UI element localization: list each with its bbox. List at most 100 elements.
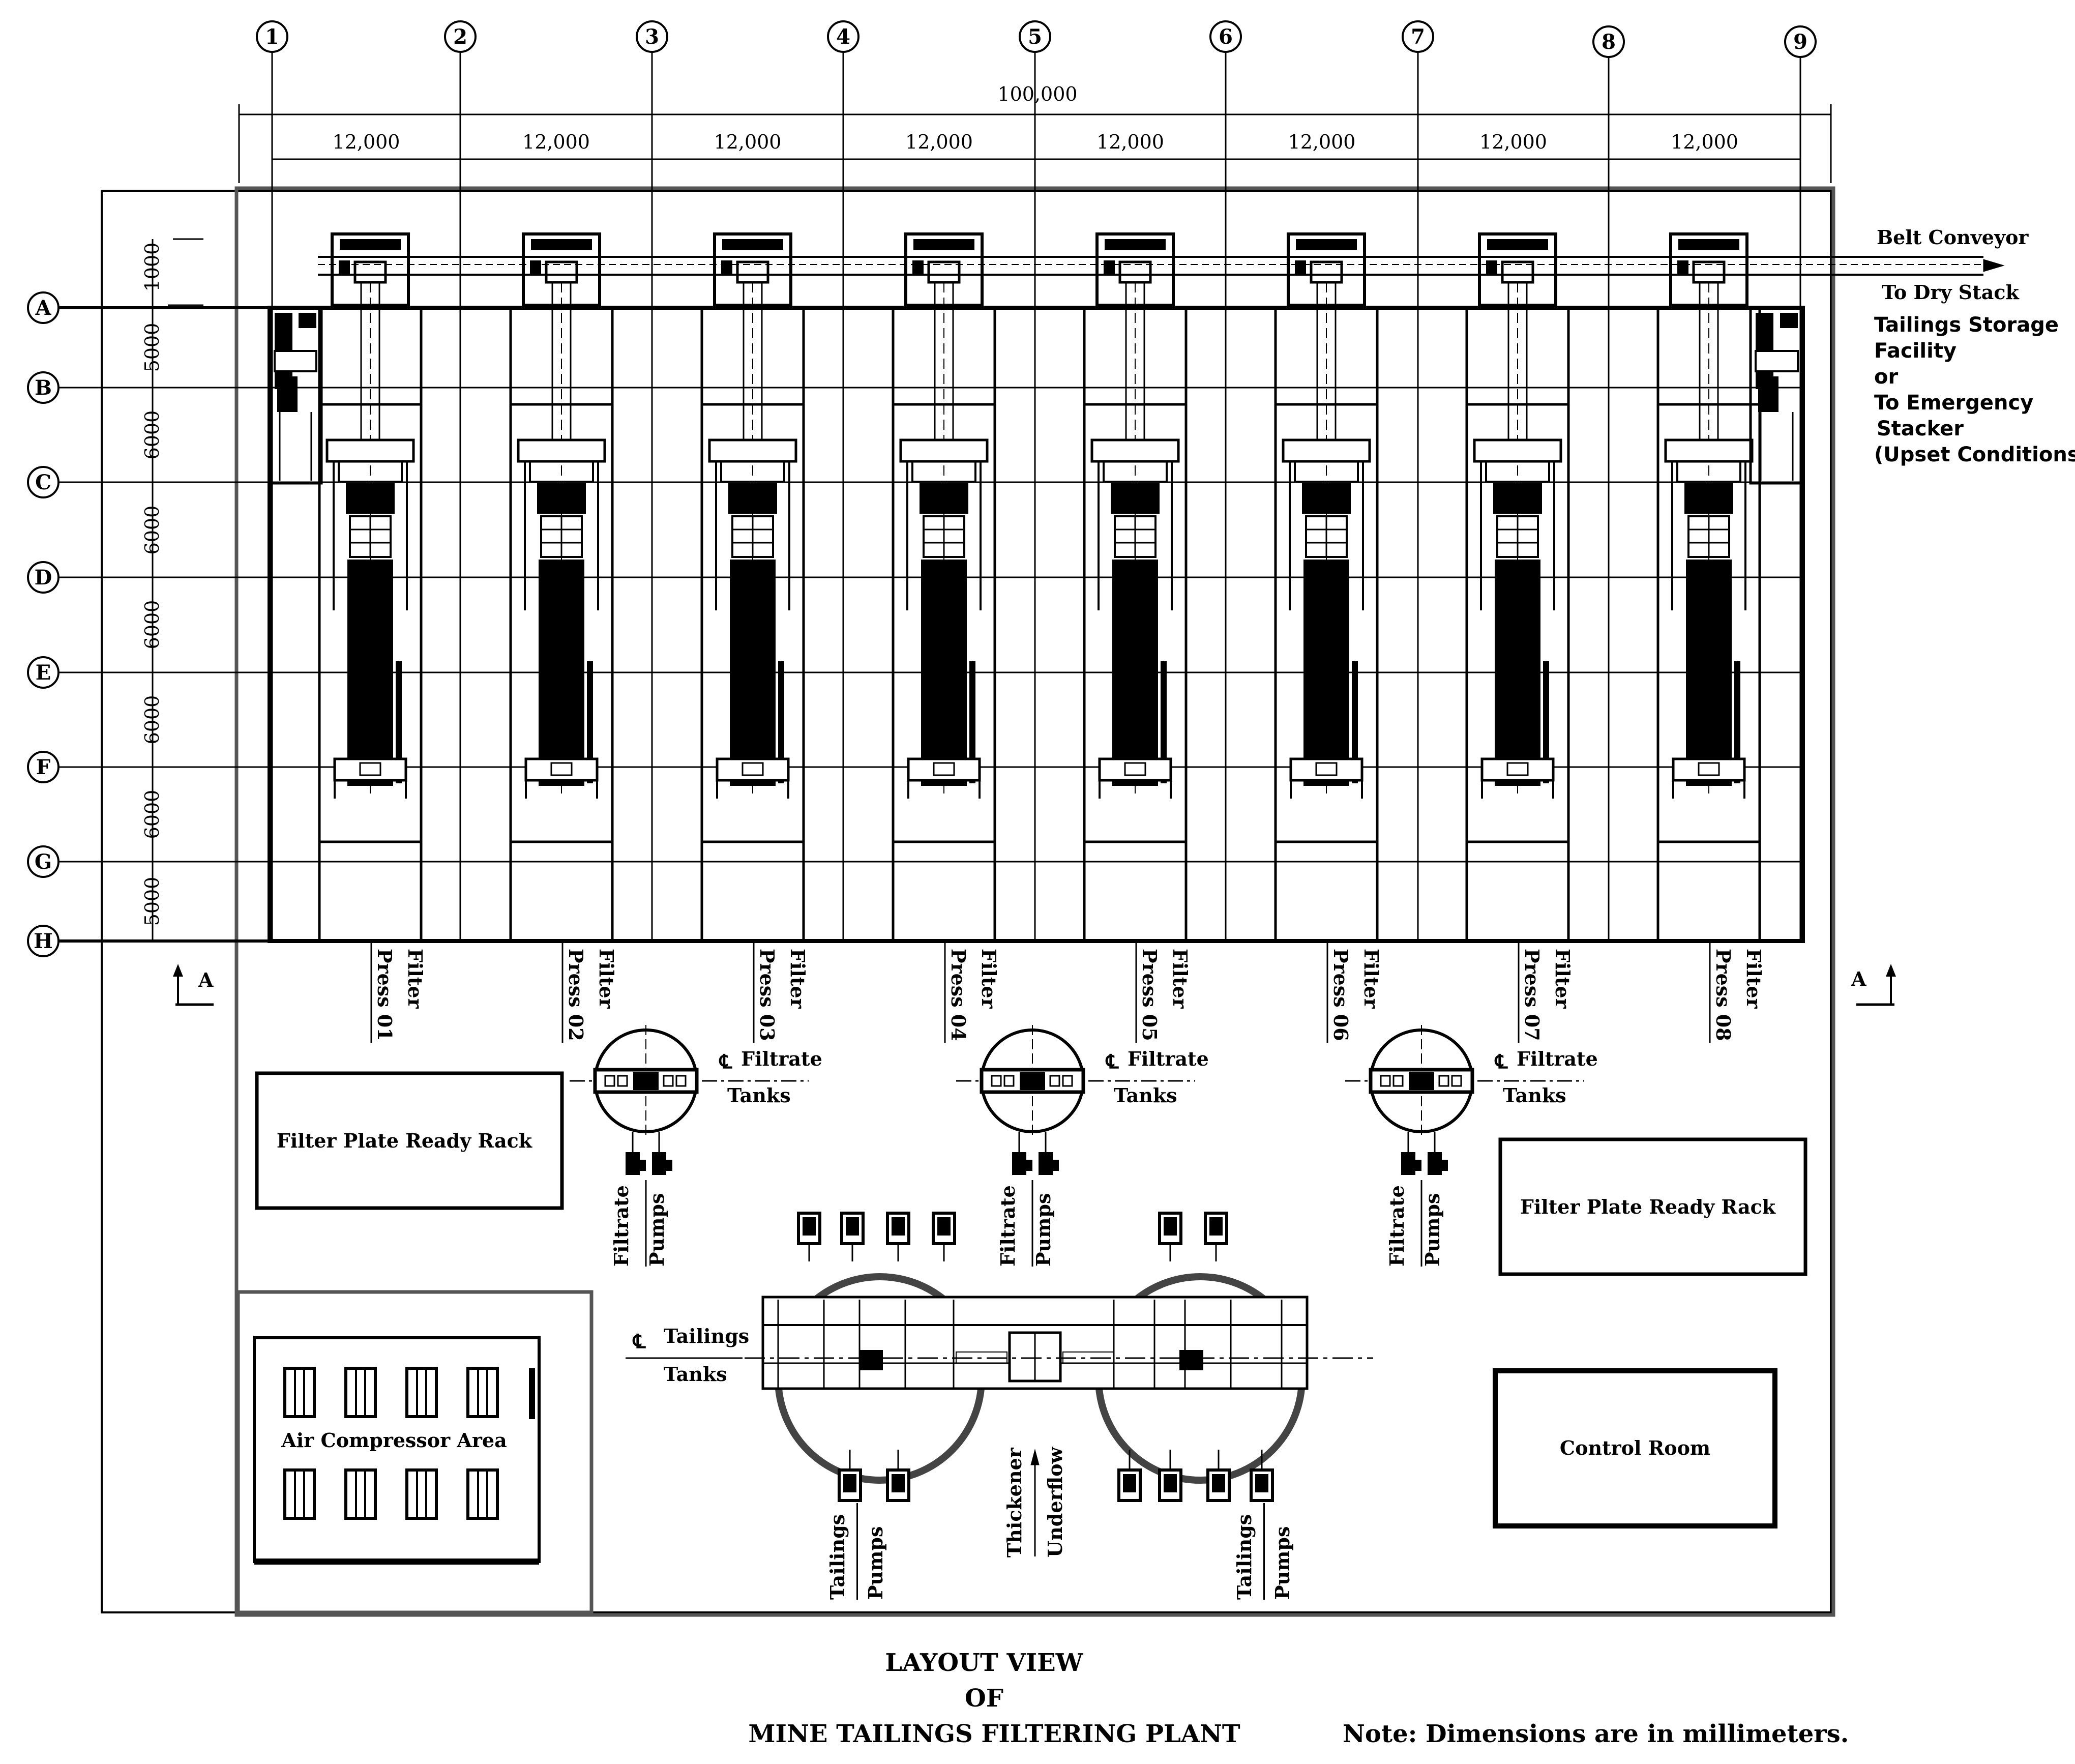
column-bubble-label-3: 3 xyxy=(645,25,659,49)
conveyor-line-8: (Upset Conditions) xyxy=(1874,443,2075,466)
tailings-pumps-graphics xyxy=(797,1212,1274,1502)
filtrate-pumps-line-1-1: Filtrate xyxy=(610,1185,633,1267)
section-marker-right-letter: A xyxy=(1851,967,1866,990)
air-compressors xyxy=(283,1367,499,1520)
column-bubble-label-8: 8 xyxy=(1602,30,1616,54)
filter-press-unit-6 xyxy=(1274,232,1379,943)
conveyor-line-5: or xyxy=(1874,365,1898,389)
column-bubble-3 xyxy=(636,20,668,53)
filtrate-tanks-line-1-3: Filtrate xyxy=(1517,1047,1598,1070)
air-compressor-7 xyxy=(405,1468,438,1520)
filter-press-unit-1 xyxy=(318,232,423,943)
column-bubble-4 xyxy=(827,20,859,53)
air-compressor-3 xyxy=(405,1367,438,1418)
section-marker-right: A xyxy=(1851,964,1896,1006)
filter-press-label-2-line-2: Press 02 xyxy=(565,949,587,1041)
bay-dimension-7: 12,000 xyxy=(1479,131,1547,153)
thickener-underflow-label: Thickener Underflow xyxy=(1003,1446,1066,1557)
filter-press-label-7-line-1: Filter xyxy=(1551,949,1574,1009)
column-bubble-label-5: 5 xyxy=(1028,25,1042,49)
bay-dimension-4: 12,000 xyxy=(905,131,973,153)
row-bubble-label-A: A xyxy=(35,296,51,320)
air-compressor-6 xyxy=(344,1468,377,1520)
column-bubble-8 xyxy=(1592,25,1625,58)
row-dimension-1: 1000 xyxy=(141,243,163,292)
filter-press-label-3-line-1: Filter xyxy=(786,949,809,1009)
bay-dimension-8: 12,000 xyxy=(1671,131,1738,153)
conveyor-line-6: To Emergency xyxy=(1874,391,2033,415)
title-line-1: LAYOUT VIEW xyxy=(885,1649,1083,1677)
filter-plate-rack-left-label: Filter Plate Ready Rack xyxy=(277,1129,532,1152)
filter-press-label-6-line-2: Press 06 xyxy=(1329,949,1352,1041)
filter-press-label-4-line-1: Filter xyxy=(977,949,1000,1009)
row-dimension-2: 5000 xyxy=(141,323,163,372)
filter-plate-rack-left: Filter Plate Ready Rack xyxy=(255,1071,564,1210)
filter-press-unit-7 xyxy=(1465,232,1570,943)
row-bubble-F xyxy=(27,751,60,783)
side-unit-2 xyxy=(1749,306,1804,863)
row-bubble-label-C: C xyxy=(35,471,51,494)
column-bubble-label-4: 4 xyxy=(836,25,850,49)
column-bubble-label-9: 9 xyxy=(1793,30,1807,54)
row-bubble-label-B: B xyxy=(35,376,52,400)
dimension-lines xyxy=(152,104,1832,941)
column-bubble-label-6: 6 xyxy=(1219,25,1233,49)
column-bubble-label-7: 7 xyxy=(1411,25,1425,49)
section-marker-left-letter: A xyxy=(198,968,214,991)
row-dimension-7: 6000 xyxy=(141,790,163,839)
row-dimension-3: 6000 xyxy=(141,410,163,460)
row-bubble-C xyxy=(27,466,60,498)
column-bubble-6 xyxy=(1209,20,1242,53)
row-bubble-label-F: F xyxy=(36,755,50,779)
filter-press-unit-5 xyxy=(1083,232,1188,943)
row-bubble-label-D: D xyxy=(35,566,52,590)
control-room-label: Control Room xyxy=(1560,1436,1710,1459)
row-dimension-6: 6000 xyxy=(141,695,163,745)
filter-press-label-6-line-1: Filter xyxy=(1360,949,1383,1009)
filter-press-label-4-line-2: Press 04 xyxy=(947,949,970,1041)
drawing-title: LAYOUT VIEW OF MINE TAILINGS FILTERING P… xyxy=(748,1649,1240,1748)
air-compressor-4 xyxy=(466,1367,499,1418)
conveyor-line-2: To Dry Stack xyxy=(1882,281,2020,304)
column-bubble-2 xyxy=(444,20,477,53)
row-bubble-label-G: G xyxy=(35,850,52,874)
column-bubble-5 xyxy=(1019,20,1051,53)
filter-press-unit-2 xyxy=(509,232,614,943)
filter-press-label-5-line-2: Press 05 xyxy=(1138,949,1161,1041)
filtrate-tanks-line-2-2: Tanks xyxy=(1114,1084,1177,1107)
row-bubble-G xyxy=(27,845,60,878)
filter-press-label-1-line-1: Filter xyxy=(404,949,427,1009)
side-units xyxy=(268,306,1804,863)
row-dimension-8: 5000 xyxy=(141,877,163,926)
tailings-tanks-label: ℄ Tailings Tanks xyxy=(626,1325,749,1386)
row-bubble-A xyxy=(27,291,60,324)
outer-boundary xyxy=(101,190,1832,1613)
belt-conveyor xyxy=(318,256,2005,276)
row-bubble-H xyxy=(27,925,60,957)
bay-dimension-1: 12,000 xyxy=(333,131,400,153)
filtrate-pumps-line-2-3: Pumps xyxy=(1421,1193,1444,1267)
column-bubble-label-2: 2 xyxy=(453,25,467,49)
filter-hall xyxy=(58,53,1805,943)
filter-hall-outline xyxy=(268,306,1805,943)
thickener-underflow-line-1: Thickener xyxy=(1003,1447,1026,1557)
section-marker-left: A xyxy=(173,964,214,1006)
column-bubble-7 xyxy=(1402,20,1434,53)
filtrate-pumps-line-2-1: Pumps xyxy=(645,1193,668,1267)
tailings-pumps-line-2-2: Pumps xyxy=(1271,1526,1294,1600)
conveyor-line-3: Tailings Storage xyxy=(1874,313,2059,337)
control-room: Control Room xyxy=(1493,1368,1777,1528)
centerline-symbol-filtrate-2: ℄ xyxy=(1105,1050,1119,1073)
filtrate-tanks-line-1-2: Filtrate xyxy=(1128,1047,1209,1070)
tailings-tanks-line-2: Tanks xyxy=(664,1363,727,1386)
filtrate-tanks-line-1-1: Filtrate xyxy=(741,1047,822,1070)
column-grid-lines xyxy=(271,53,1801,941)
row-bubble-B xyxy=(27,371,60,404)
tailings-tanks-line-1: Tailings xyxy=(664,1325,749,1347)
conveyor-line-7: Stacker xyxy=(1877,417,1964,440)
filter-press-label-3-line-2: Press 03 xyxy=(756,949,779,1041)
